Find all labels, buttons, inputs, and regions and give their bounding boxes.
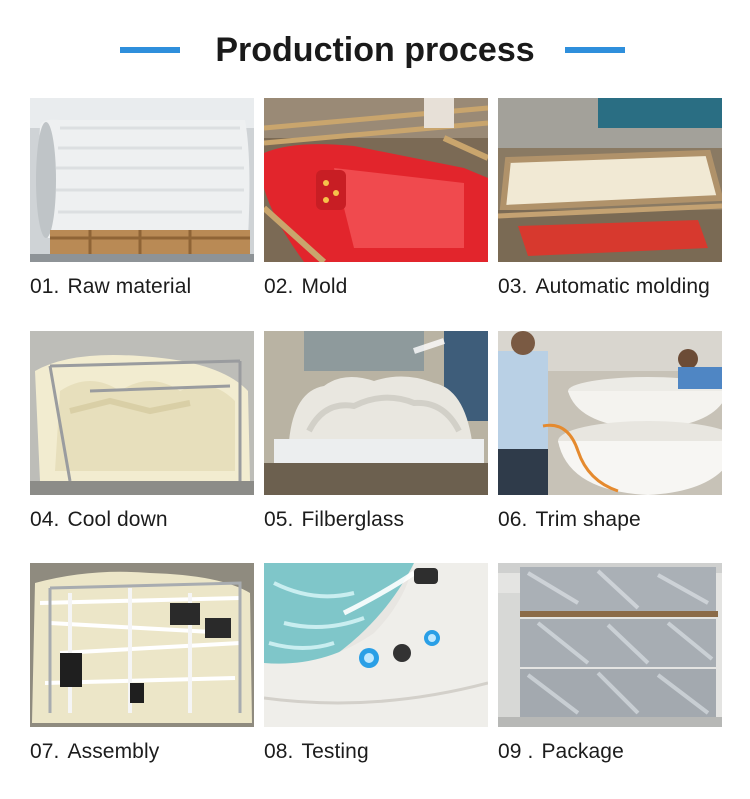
- step-caption: 09 .Package: [498, 740, 624, 763]
- step-card-assembly: 07.Assembly: [30, 563, 254, 767]
- step-caption: 06.Trim shape: [498, 508, 641, 531]
- step-caption: 02.Mold: [264, 275, 348, 298]
- raw-material-photo: [30, 98, 254, 262]
- step-card-package: 09 .Package: [498, 563, 722, 767]
- step-caption: 03.Automatic molding: [498, 275, 710, 298]
- mold-photo: [264, 98, 488, 262]
- step-caption: 01.Raw material: [30, 275, 192, 298]
- step-caption: 04.Cool down: [30, 508, 168, 531]
- step-caption: 07.Assembly: [30, 740, 160, 763]
- step-card-cool-down: 04.Cool down: [30, 331, 254, 535]
- package-photo: [498, 563, 722, 727]
- fiberglass-photo: [264, 331, 488, 495]
- header: Production process: [0, 28, 750, 72]
- step-card-trim-shape: 06.Trim shape: [498, 331, 722, 535]
- title-accent-bar-right: [565, 47, 625, 53]
- trim-shape-photo: [498, 331, 722, 495]
- step-card-fiberglass: 05.Filberglass: [264, 331, 488, 535]
- step-card-raw-material: 01.Raw material: [30, 98, 254, 302]
- step-card-mold: 02.Mold: [264, 98, 488, 302]
- cool-down-photo: [30, 331, 254, 495]
- page-title: Production process: [215, 31, 535, 69]
- step-caption: 05.Filberglass: [264, 508, 405, 531]
- assembly-photo: [30, 563, 254, 727]
- automatic-molding-photo: [498, 98, 722, 262]
- step-card-automatic-molding: 03.Automatic molding: [498, 98, 722, 302]
- step-card-testing: 08.Testing: [264, 563, 488, 767]
- step-caption: 08.Testing: [264, 740, 369, 763]
- testing-photo: [264, 563, 488, 727]
- title-accent-bar-left: [120, 47, 180, 53]
